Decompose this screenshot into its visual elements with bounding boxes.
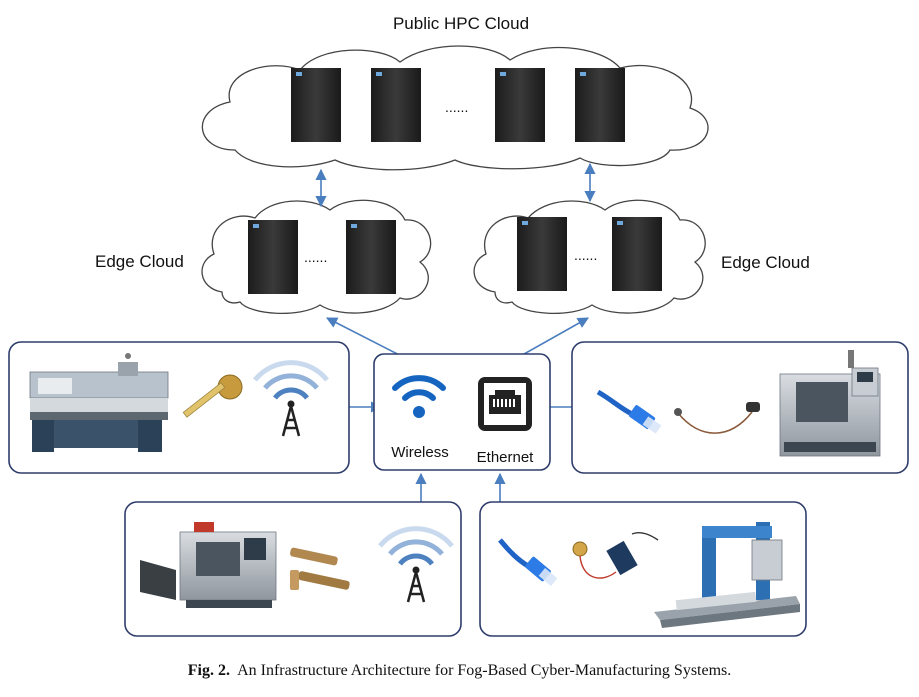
figure-caption: Fig. 2. An Infrastructure Architecture f…	[0, 662, 919, 680]
server-rack-icon	[371, 68, 421, 142]
probe-sensor-icon	[674, 402, 760, 434]
wireless-tower-icon	[378, 526, 454, 603]
server-rack-icon	[346, 220, 396, 294]
server-rack-icon	[291, 68, 341, 142]
force-sensor-icon	[182, 374, 243, 418]
network-hub: Wireless Ethernet	[373, 353, 551, 471]
device-group-top-left	[8, 341, 350, 474]
piezo-sensor-board-icon	[572, 531, 659, 579]
wireless-label: Wireless	[391, 444, 449, 461]
ellipsis-label: ......	[574, 247, 597, 263]
wireless-tower-icon	[253, 360, 329, 437]
public-hpc-cloud: ......	[201, 45, 709, 171]
ellipsis-label: ......	[304, 249, 327, 265]
device-group-bottom-right	[479, 501, 807, 637]
device-group-bottom-left	[124, 501, 462, 637]
ethernet-port-icon	[478, 377, 532, 431]
edge-cloud-left: ......	[201, 199, 432, 314]
edge-cloud-right: ......	[473, 199, 706, 314]
figure-caption-text: An Infrastructure Architecture for Fog-B…	[237, 662, 732, 679]
cnc-machine-icon	[779, 350, 881, 457]
public-cloud-title: Public HPC Cloud	[393, 14, 529, 33]
ethernet-label: Ethernet	[477, 449, 535, 466]
ellipsis-label: ......	[445, 99, 468, 115]
server-rack-icon	[517, 217, 567, 291]
gantry-milling-machine-icon	[654, 522, 800, 628]
ethernet-cable-icon	[498, 538, 558, 586]
edge-cloud-right-label: Edge Cloud	[721, 253, 810, 272]
lathe-machine-icon	[29, 353, 169, 452]
wifi-icon	[392, 375, 446, 418]
device-group-top-right	[571, 341, 909, 474]
server-rack-icon	[612, 217, 662, 291]
server-rack-icon	[495, 68, 545, 142]
machining-center-icon	[140, 522, 277, 608]
ethernet-cable-icon	[596, 389, 662, 434]
server-rack-icon	[575, 68, 625, 142]
vibration-sensor-icon	[290, 547, 350, 590]
server-rack-icon	[248, 220, 298, 294]
edge-cloud-left-label: Edge Cloud	[95, 252, 184, 271]
figure-number: Fig. 2.	[187, 662, 230, 679]
